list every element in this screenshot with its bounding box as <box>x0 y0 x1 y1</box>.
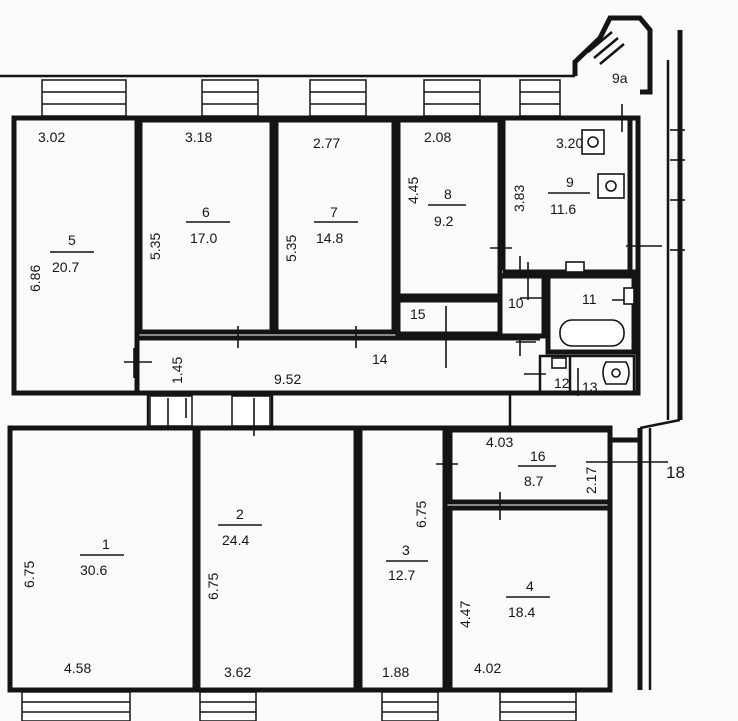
room-area: 18.4 <box>508 604 535 620</box>
room-area: 11.6 <box>550 201 576 217</box>
room-1-label: 1 30.6 <box>80 536 124 578</box>
sanitary-fixtures <box>551 129 635 385</box>
room-13-number: 13 <box>582 379 598 395</box>
dim-room9-width: 3.20 <box>556 135 583 151</box>
room-area: 14.8 <box>316 230 343 246</box>
room-number: 9 <box>566 174 574 190</box>
room-number: 2 <box>236 506 244 522</box>
dim-room5-length: 6.86 <box>27 265 43 292</box>
dim-room9-length: 3.83 <box>511 185 527 212</box>
room-12-number: 12 <box>554 375 570 391</box>
room-number: 5 <box>68 232 76 248</box>
room-area: 9.2 <box>434 213 454 229</box>
room-area: 30.6 <box>80 562 107 578</box>
dim-room3-width: 1.88 <box>382 664 409 680</box>
walls <box>7 115 681 693</box>
dim-room6-length: 5.35 <box>147 233 163 260</box>
room-2-label: 2 24.4 <box>218 506 262 548</box>
room-15-number: 15 <box>410 306 426 322</box>
room-number: 4 <box>526 578 534 594</box>
dim-room4-length: 4.47 <box>457 601 473 628</box>
door-marks <box>124 104 668 520</box>
dim-room2-width: 3.62 <box>224 664 251 680</box>
dim-corridor-length: 9.52 <box>274 371 301 387</box>
room-4-label: 4 18.4 <box>506 578 550 620</box>
dim-room8-width: 2.08 <box>424 129 451 145</box>
dim-corridor-width: 1.45 <box>169 357 185 384</box>
room-number: 1 <box>102 536 110 552</box>
dim-room7-width: 2.77 <box>313 135 340 151</box>
dim-room16-length: 2.17 <box>583 467 599 494</box>
room-14-number: 14 <box>372 351 388 367</box>
room-18-number: 18 <box>666 463 685 482</box>
dim-room7-length: 5.35 <box>283 235 299 262</box>
bottom-windows <box>21 691 577 721</box>
room-6-label: 6 17.0 <box>186 204 230 246</box>
dim-room8-length: 4.45 <box>405 177 421 204</box>
room-number: 16 <box>530 448 546 464</box>
room-number: 3 <box>402 542 410 558</box>
room-3-label: 3 12.7 <box>386 542 428 583</box>
dim-room1-width: 4.58 <box>64 660 91 676</box>
room-9a-number: 9a <box>612 70 628 86</box>
room-16-label: 16 8.7 <box>518 448 556 489</box>
dim-room3-length: 6.75 <box>413 501 429 528</box>
room-area: 24.4 <box>222 532 249 548</box>
room-11-number: 11 <box>582 291 597 307</box>
room-10-number: 10 <box>508 295 524 311</box>
room-area: 17.0 <box>190 230 217 246</box>
room-8-label: 8 9.2 <box>428 186 466 229</box>
room-area: 20.7 <box>52 259 79 275</box>
staircase <box>572 15 685 420</box>
dim-room5-width: 3.02 <box>38 129 65 145</box>
room-number: 8 <box>444 186 452 202</box>
room-area: 8.7 <box>524 473 544 489</box>
room-area: 12.7 <box>388 567 415 583</box>
room-number: 7 <box>330 204 338 220</box>
dim-room4-width: 4.02 <box>474 660 501 676</box>
room-7-label: 7 14.8 <box>314 204 358 246</box>
room-5-label: 5 20.7 <box>50 232 94 275</box>
room-9-label: 9 11.6 <box>548 174 590 217</box>
dim-room1-length: 6.75 <box>21 561 37 588</box>
top-windows <box>41 79 561 117</box>
dim-room2-length: 6.75 <box>205 573 221 600</box>
room-number: 6 <box>202 204 210 220</box>
dim-room6-width: 3.18 <box>185 129 212 145</box>
dim-room16-width: 4.03 <box>486 434 513 450</box>
